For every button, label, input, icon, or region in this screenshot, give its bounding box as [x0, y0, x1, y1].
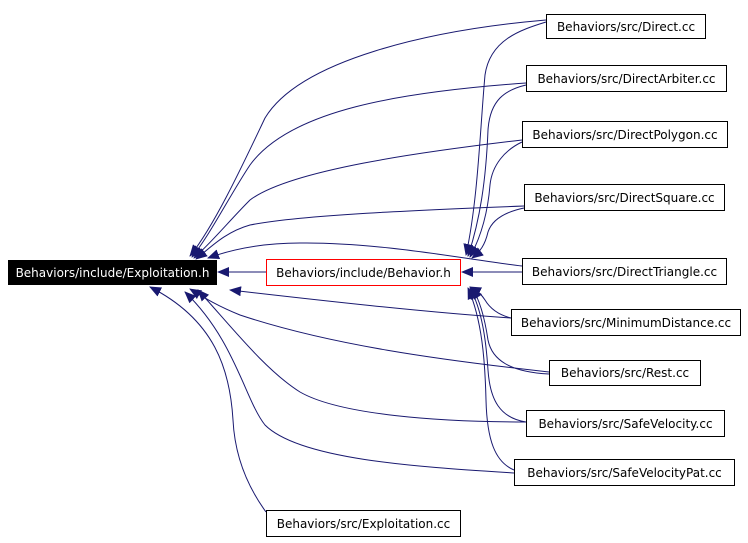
node-direct-arbiter-cc[interactable]: Behaviors/src/DirectArbiter.cc: [526, 65, 727, 92]
edge-exploitation_cc-to-exploitation_h: [149, 286, 267, 513]
edge-minimum_distance-to-exploitation_h: [229, 286, 512, 319]
node-direct-cc[interactable]: Behaviors/src/Direct.cc: [546, 14, 706, 39]
node-safe-velocity-pat-cc[interactable]: Behaviors/src/SafeVelocityPat.cc: [514, 459, 735, 486]
edge-direct-to-behavior_h: [463, 21, 547, 256]
edge-direct_arbiter-to-exploitation_h: [191, 82, 527, 258]
edge-rest-to-behavior_h: [471, 287, 550, 375]
node-direct-square-cc[interactable]: Behaviors/src/DirectSquare.cc: [524, 184, 725, 211]
edge-direct_polygon-to-exploitation_h: [193, 139, 523, 259]
node-exploitation-cc[interactable]: Behaviors/src/Exploitation.cc: [266, 510, 461, 537]
node-direct-triangle-cc[interactable]: Behaviors/src/DirectTriangle.cc: [522, 258, 727, 285]
edge-direct-to-exploitation_h: [189, 19, 547, 257]
edge-safe_velocity-to-behavior_h: [469, 287, 527, 423]
node-minimum-distance-cc[interactable]: Behaviors/src/MinimumDistance.cc: [511, 309, 741, 336]
edge-rest-to-exploitation_h: [189, 288, 550, 373]
edge-safe_velocity_pat-to-exploitation_h: [184, 291, 515, 474]
node-direct-polygon-cc[interactable]: Behaviors/src/DirectPolygon.cc: [522, 121, 728, 148]
node-rest-cc[interactable]: Behaviors/src/Rest.cc: [549, 360, 701, 386]
edge-direct_arbiter-to-behavior_h: [466, 84, 527, 257]
node-behavior-h[interactable]: Behaviors/include/Behavior.h: [266, 259, 461, 286]
node-exploitation-h[interactable]: Behaviors/include/Exploitation.h: [8, 260, 217, 285]
edge-direct_square-to-exploitation_h: [195, 205, 525, 260]
edge-direct_triangle-to-exploitation_h: [207, 242, 523, 267]
edge-safe_velocity_pat-to-behavior_h: [467, 287, 515, 471]
edge-safe_velocity-to-exploitation_h: [197, 289, 527, 423]
edge-direct_square-to-behavior_h: [471, 207, 525, 259]
node-safe-velocity-cc[interactable]: Behaviors/src/SafeVelocity.cc: [526, 410, 725, 437]
edge-direct_polygon-to-behavior_h: [469, 141, 523, 258]
